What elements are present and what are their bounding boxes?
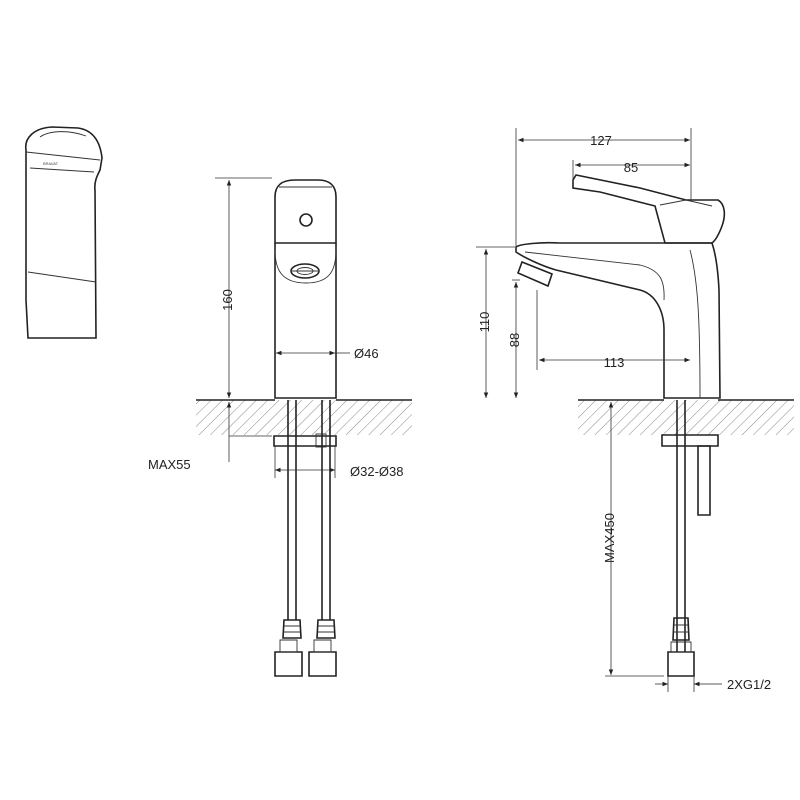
small-side-view: BRAVAT	[25, 126, 103, 339]
dim-spout-height: 88	[507, 333, 522, 347]
front-view: 160 Ø46 MAX55 Ø32-Ø38	[148, 177, 412, 677]
dim-base-diameter: Ø46	[354, 346, 379, 361]
dim-mounting-thickness: MAX55	[148, 457, 191, 472]
side-view: 127 85 110 88 113 MAX450 2XG1/2	[476, 128, 794, 692]
dim-overall-depth: 127	[590, 133, 612, 148]
dim-hole-diameter: Ø32-Ø38	[350, 464, 403, 479]
brand-mark: BRAVAT	[43, 161, 59, 166]
dim-spout-reach: 113	[604, 355, 625, 370]
dim-lever-depth: 85	[624, 160, 638, 175]
dim-side-height: 110	[477, 312, 492, 333]
dim-connection-thread: 2XG1/2	[727, 677, 771, 692]
dim-hose-length: MAX450	[602, 513, 617, 563]
dim-front-height: 160	[220, 289, 235, 311]
